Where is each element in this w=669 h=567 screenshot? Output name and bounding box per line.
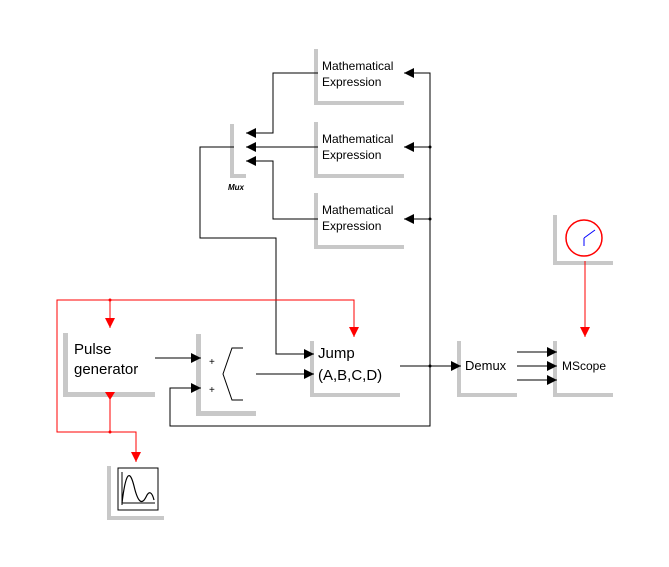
mscope-label: MScope <box>562 359 606 373</box>
math-expression-block-3[interactable]: Mathematical Expression <box>314 189 404 249</box>
output-ports <box>105 392 115 400</box>
pulse-generator-block[interactable]: Pulse generator <box>63 328 155 397</box>
math-expression-1-line2: Expression <box>322 75 381 89</box>
demux-block[interactable]: Demux <box>457 337 517 397</box>
link-feedback-to-math1 <box>404 68 431 366</box>
clock-icon <box>565 219 603 257</box>
link-event-to-jump <box>110 299 359 337</box>
mux-block[interactable]: Mux <box>228 120 246 192</box>
link-event-to-scope <box>110 431 141 462</box>
jump-line1: Jump <box>318 345 355 362</box>
scope-waveform-icon <box>117 467 159 511</box>
signal-links <box>155 68 557 427</box>
pulse-generator-line1: Pulse <box>74 341 112 358</box>
sum-sign-1: + <box>209 357 215 368</box>
pulse-generator-line2: generator <box>74 361 138 378</box>
link-math3-to-mux <box>246 156 318 220</box>
sigma-icon <box>222 347 243 401</box>
clock-block[interactable] <box>553 211 613 265</box>
link-feedback-to-sum <box>169 366 431 427</box>
demux-label: Demux <box>465 358 507 373</box>
math-expression-2-line2: Expression <box>322 148 381 162</box>
jump-block[interactable]: Jump (A,B,C,D) <box>310 337 400 397</box>
sum-sign-2: + <box>209 385 215 396</box>
sum-block[interactable]: + + <box>196 329 256 416</box>
mux-label: Mux <box>228 183 245 192</box>
math-expression-block-1[interactable]: Mathematical Expression <box>314 45 404 105</box>
math-expression-3-line1: Mathematical <box>322 203 393 217</box>
math-expression-2-line1: Mathematical <box>322 132 393 146</box>
link-mux-to-jump <box>199 146 314 359</box>
jump-line2: (A,B,C,D) <box>318 367 382 384</box>
math-expression-1-line1: Mathematical <box>322 59 393 73</box>
activation-links <box>56 261 590 462</box>
mscope-block[interactable]: MScope <box>553 337 613 397</box>
math-expression-3-line2: Expression <box>322 219 381 233</box>
link-math1-to-mux <box>246 72 318 138</box>
pulse-event-output-port <box>105 392 115 400</box>
split-points <box>428 145 432 368</box>
link-pulse-event-loop <box>56 299 111 433</box>
math-expression-block-2[interactable]: Mathematical Expression <box>314 118 404 178</box>
activation-split-points <box>108 298 112 434</box>
scope-block[interactable] <box>107 462 164 520</box>
